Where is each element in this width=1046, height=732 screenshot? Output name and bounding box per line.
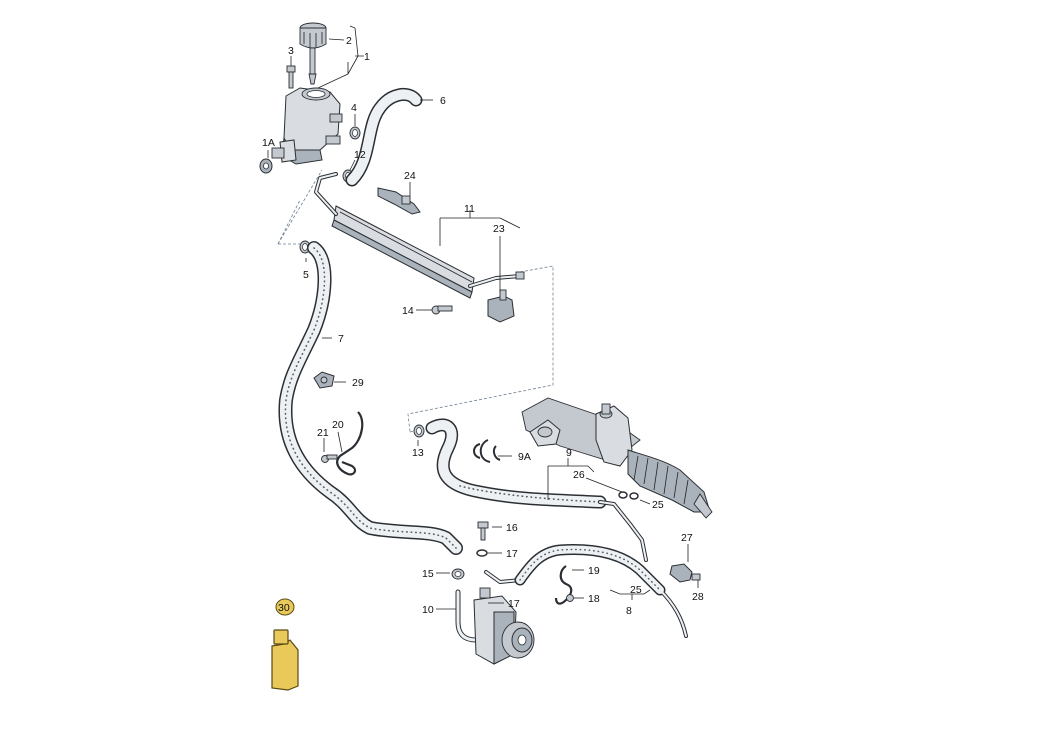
callout-labels: 1 2 3 1A 4 6 12 24 11 23 5 14 7 29 20 21…	[262, 35, 704, 617]
callout-19: 19	[588, 565, 600, 577]
holder-29	[313, 371, 335, 389]
clamp-4	[349, 126, 361, 140]
hose-6	[345, 87, 423, 187]
holder-23	[487, 289, 515, 323]
hose-9	[425, 418, 648, 562]
callout-1: 1	[364, 51, 370, 63]
callout-12: 12	[354, 149, 366, 161]
clamp-13	[413, 424, 425, 438]
fluid-bottle	[271, 598, 299, 691]
callout-15: 15	[422, 568, 434, 580]
callout-6: 6	[440, 95, 446, 107]
callout-11: 11	[464, 203, 475, 215]
callout-3: 3	[288, 45, 294, 57]
callout-9: 9	[566, 447, 572, 459]
callout-7: 7	[338, 333, 344, 345]
callout-5: 5	[303, 269, 309, 281]
callout-4: 4	[351, 102, 357, 114]
reservoir-cap	[299, 22, 327, 85]
callout-17-upper: 17	[506, 548, 518, 560]
holder-19	[554, 565, 574, 605]
callout-16: 16	[506, 522, 518, 534]
screw-14	[431, 305, 453, 315]
callout-28: 28	[692, 591, 704, 603]
seal-rings	[618, 491, 639, 500]
screw-3	[286, 65, 296, 89]
callout-10: 10	[422, 604, 434, 616]
callout-30: 30	[278, 602, 290, 614]
pressure-line-8	[484, 544, 688, 638]
callout-13: 13	[412, 447, 424, 459]
bracket-20	[336, 411, 364, 476]
banjo-bolt-16	[477, 521, 489, 541]
holder-9a	[473, 439, 501, 463]
screw-21	[321, 454, 338, 463]
fluid-cooler	[314, 172, 525, 299]
power-steering-pump	[455, 587, 535, 665]
leader-lines	[267, 25, 699, 610]
fluid-reservoir	[259, 87, 343, 174]
callout-1a: 1A	[262, 137, 275, 149]
callout-25-lower: 25	[630, 584, 642, 596]
callout-26: 26	[573, 469, 585, 481]
callout-17-lower: 17	[508, 598, 520, 610]
callout-20: 20	[332, 419, 344, 431]
callout-8: 8	[626, 605, 632, 617]
holder-24	[377, 187, 421, 215]
callout-14: 14	[402, 305, 414, 317]
callout-18: 18	[588, 593, 600, 605]
callout-27: 27	[681, 532, 693, 544]
steering-rack	[521, 397, 713, 519]
callout-2: 2	[346, 35, 352, 47]
hose-7	[278, 241, 463, 555]
callout-24: 24	[404, 170, 416, 182]
callout-29: 29	[352, 377, 364, 389]
callout-9a: 9A	[518, 451, 531, 463]
clamp-15	[451, 568, 465, 580]
callout-21: 21	[317, 427, 329, 439]
callout-25-upper: 25	[652, 499, 664, 511]
bracket-27	[669, 563, 701, 583]
callout-23: 23	[493, 223, 505, 235]
